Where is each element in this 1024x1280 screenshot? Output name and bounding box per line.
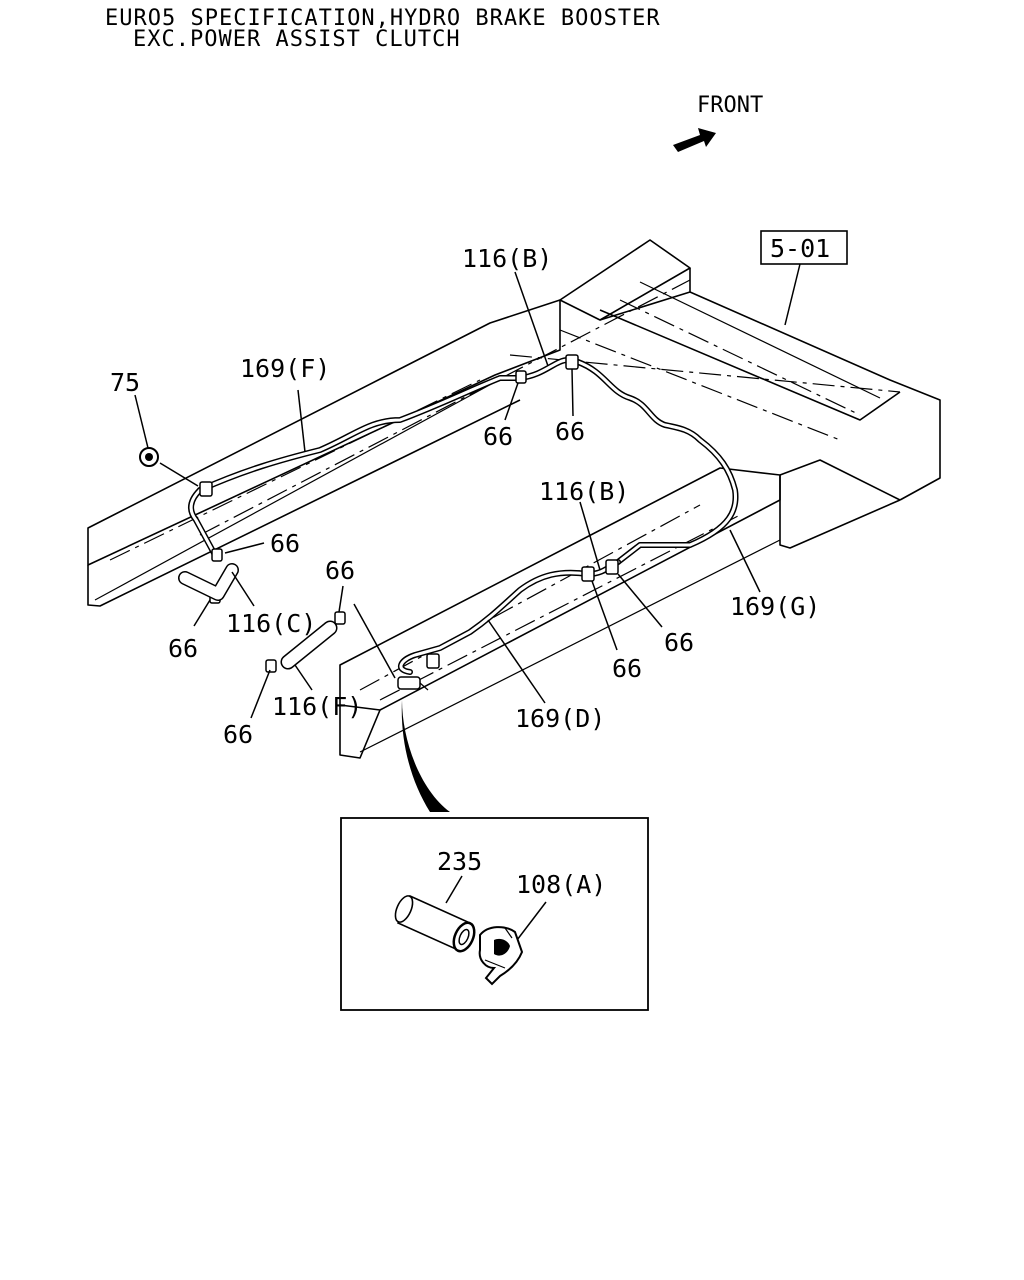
hose-116f: [280, 620, 338, 670]
label-116c: 116(C): [226, 609, 316, 638]
reference-box: 5-01: [760, 230, 848, 326]
clip-108a: [478, 926, 524, 986]
frame-left-rail: [87, 279, 691, 607]
clip-66-hose-joint: [426, 653, 440, 669]
arrow-icon: [673, 128, 716, 152]
header-line-2: EXC.POWER ASSIST CLUTCH: [133, 27, 461, 52]
label-75: 75: [110, 368, 140, 397]
clip-66-small-d: [265, 659, 277, 673]
label-66-mid-low: 66: [612, 654, 642, 683]
label-116b-top: 116(B): [462, 244, 552, 273]
label-66-upper-hose: 66: [325, 556, 355, 585]
clip-66-mid-right: [605, 559, 619, 575]
reference-label: 5-01: [770, 234, 830, 263]
label-235: 235: [437, 847, 482, 876]
label-116f: 116(F): [272, 692, 362, 721]
label-169g: 169(G): [730, 592, 820, 621]
label-66-bottom: 66: [223, 720, 253, 749]
label-116b-mid: 116(B): [539, 477, 629, 506]
detail-pointer: [401, 700, 450, 812]
clip-66-small-a: [211, 548, 223, 562]
label-108a: 108(A): [516, 870, 606, 899]
header-line-1: EURO5 SPECIFICATION,HYDRO BRAKE BOOSTER: [105, 6, 661, 31]
pipe-169f: [188, 375, 523, 558]
frame-right-rail: [339, 467, 781, 759]
clip-66-small-c: [334, 611, 346, 625]
label-66-left-clip: 66: [270, 529, 300, 558]
label-169d: 169(D): [515, 704, 605, 733]
label-66-lower-left: 66: [168, 634, 198, 663]
frame-rear-member: [509, 239, 941, 549]
clip-66-top-right: [565, 354, 579, 370]
leader-lines: [134, 271, 761, 719]
fitting-108a: [397, 676, 429, 691]
clip-66-left: [199, 481, 213, 497]
label-169f: 169(F): [240, 354, 330, 383]
hose-235: [394, 894, 476, 953]
clip-66-mid-low: [581, 566, 595, 582]
pipe-169d: [398, 569, 591, 675]
label-66-top-right: 66: [555, 417, 585, 446]
label-66-mid-right: 66: [664, 628, 694, 657]
label-66-top-left: 66: [483, 422, 513, 451]
hose-116c: [178, 563, 239, 601]
front-label: FRONT: [697, 93, 763, 118]
clip-66-top-left: [515, 370, 527, 384]
nut-75: [139, 447, 159, 467]
detail-box: 235 108(A): [340, 817, 649, 1011]
pipe-169g: [575, 359, 739, 565]
